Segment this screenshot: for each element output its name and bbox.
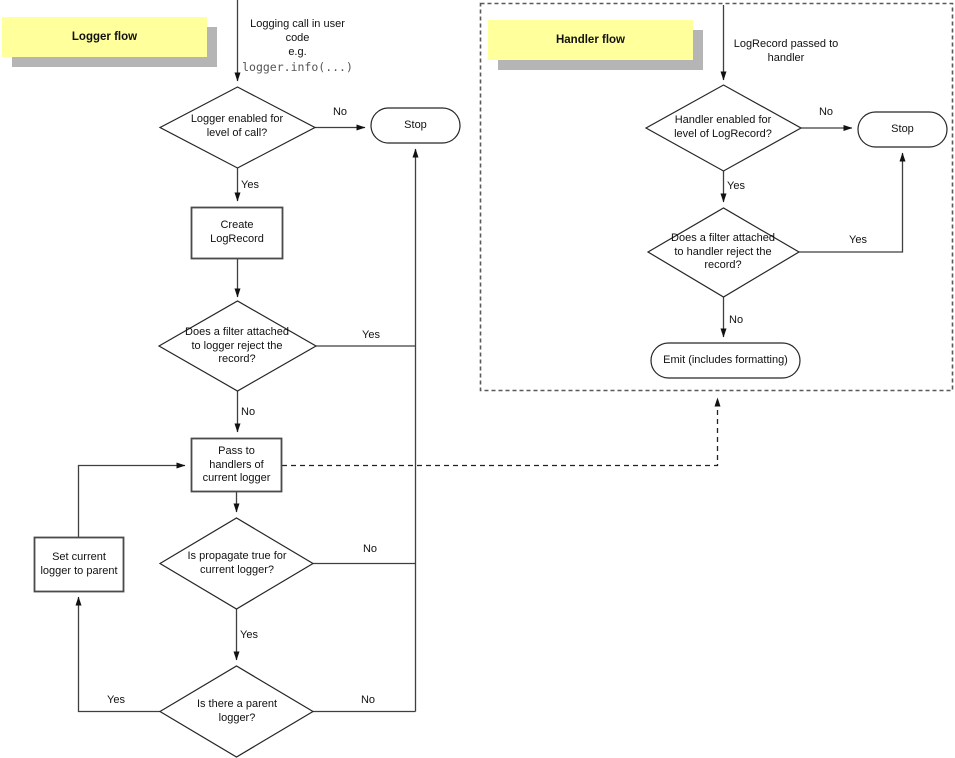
emit-shape <box>650 342 801 379</box>
edge-label-parent-yes: Yes <box>107 694 125 706</box>
process-create-logrecord-label: Create LogRecord <box>210 219 264 245</box>
process-set-parent-label: Set current logger to parent <box>40 551 118 577</box>
emit-label: Emit (includes formatting) <box>663 354 788 366</box>
edge-label-handler-filter-no: No <box>729 314 744 326</box>
decision-handler-enabled-shape <box>644 84 803 172</box>
edge-label-logger-enabled-no: No <box>332 106 348 118</box>
logger-start-code: logger.info(...) <box>242 60 353 74</box>
edge-label-logger-filter-no: No <box>241 406 256 418</box>
edge-label-logger-enabled-yes: Yes <box>241 179 259 191</box>
decision-logger-enabled-shape <box>158 86 317 169</box>
decision-propagate-label: Is propagate true for current logger? <box>187 550 287 576</box>
edge-label-logger-filter-yes: Yes <box>362 329 380 341</box>
decision-parent-logger-shape <box>158 665 315 758</box>
handler-flow-boundary <box>479 2 954 392</box>
process-pass-handlers-label: Pass to handlers of current logger <box>202 445 271 484</box>
process-set-parent-shape <box>33 536 125 593</box>
connector-pass-to-handler-flow <box>282 397 721 467</box>
decision-handler-enabled-label: Handler enabled for level of LogRecord? <box>674 114 772 140</box>
logger-start-annotation: Logging call in user code e.g. <box>250 18 345 58</box>
edge-label-handler-enabled-no: No <box>818 106 834 118</box>
logger-flow-note: Logger flow <box>2 17 207 57</box>
stop-logger-shape <box>370 107 461 144</box>
edge-label-handler-filter-yes: Yes <box>849 234 867 246</box>
decision-logger-filter-shape <box>157 300 318 392</box>
decision-parent-logger-label: Is there a parent logger? <box>196 698 278 724</box>
handler-flow-note: Handler flow <box>488 20 693 60</box>
stop-logger-label: Stop <box>404 119 427 131</box>
handler-start-annotation: LogRecord passed to handler <box>733 38 839 64</box>
edge-label-propagate-yes: Yes <box>240 629 258 641</box>
decision-logger-filter-label: Does a filter attached to logger reject … <box>185 326 289 365</box>
stop-handler-shape <box>857 111 948 148</box>
connector-parent-yes-to-set <box>75 596 160 713</box>
decision-handler-filter-label: Does a filter attached to handler reject… <box>671 232 775 271</box>
decision-propagate-shape <box>158 517 315 610</box>
process-pass-handlers-shape <box>190 437 283 493</box>
edge-label-handler-enabled-yes: Yes <box>727 180 745 192</box>
stop-handler-label: Stop <box>891 123 914 135</box>
process-create-logrecord-shape <box>190 206 284 260</box>
edge-label-propagate-no: No <box>362 543 378 555</box>
decision-handler-filter-shape <box>646 207 801 298</box>
edge-label-parent-no: No <box>360 694 376 706</box>
decision-logger-enabled-label: Logger enabled for level of call? <box>190 113 284 139</box>
connector-set-to-pass <box>77 462 186 537</box>
connector-hfilter-yes-to-stop <box>799 152 906 253</box>
